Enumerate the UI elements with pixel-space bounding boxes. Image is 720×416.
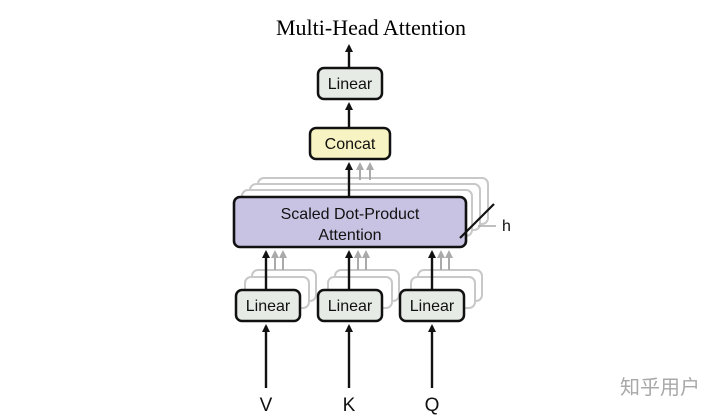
input-v-label: V — [260, 395, 273, 416]
input-k-label: K — [343, 395, 356, 416]
input-q-label: Q — [425, 395, 440, 416]
linear-q-block: Linear — [398, 288, 466, 323]
concat-block: Concat — [308, 126, 392, 161]
attention-block: Scaled Dot-Product Attention — [232, 195, 468, 249]
linear-v-block: Linear — [234, 288, 302, 323]
concat-label: Concat — [325, 136, 376, 153]
diagram-title: Multi-Head Attention — [276, 15, 466, 40]
heads-slash — [459, 203, 495, 239]
linear-k-block: Linear — [316, 288, 384, 323]
output-linear-block: Linear — [316, 66, 384, 101]
linear-q-label: Linear — [410, 298, 455, 315]
watermark: 知乎用户 — [620, 376, 700, 399]
linear-v-label: Linear — [246, 298, 291, 315]
output-linear-label: Linear — [328, 76, 373, 93]
attention-label-line1: Scaled Dot-Product — [281, 206, 420, 223]
shadow-linear-arrows — [271, 250, 453, 270]
attention-label-line2: Attention — [318, 227, 381, 244]
linear-k-label: Linear — [328, 298, 373, 315]
heads-label: h — [502, 218, 511, 235]
